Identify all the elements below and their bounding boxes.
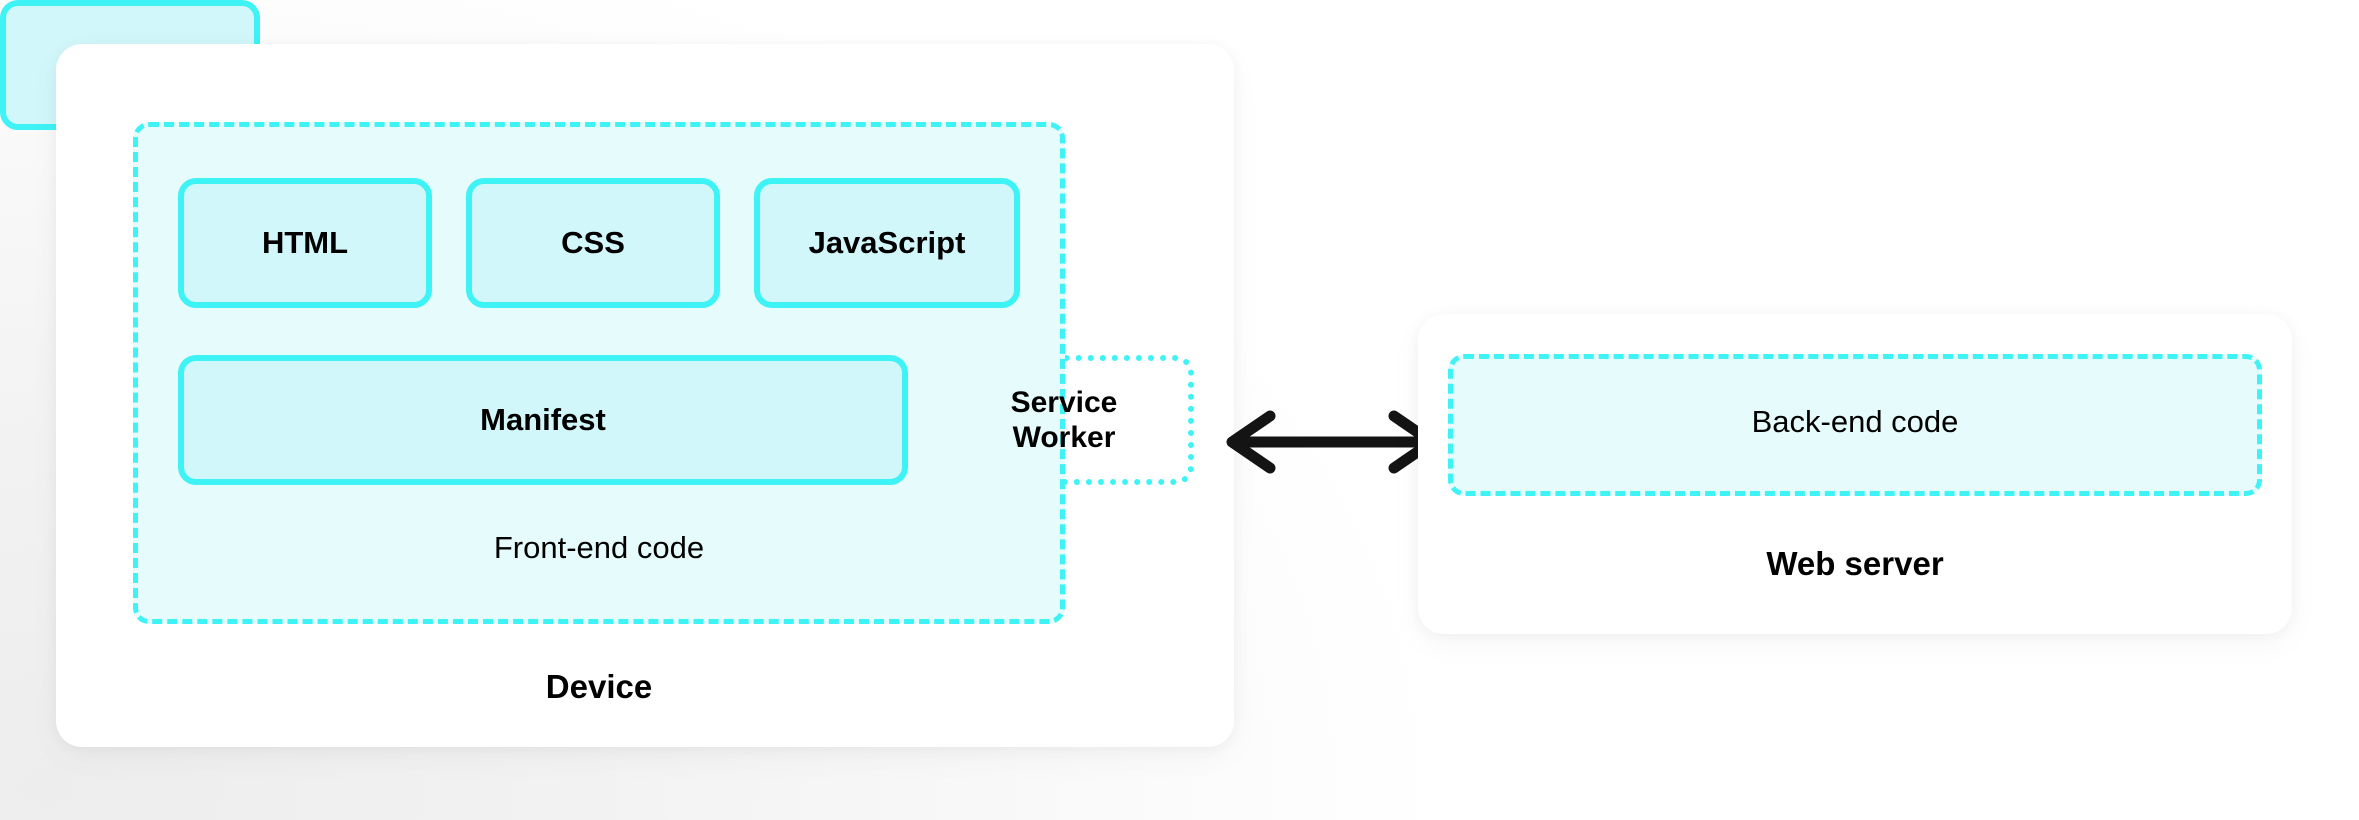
tile-javascript[interactable]: JavaScript (754, 178, 1020, 308)
service-worker-label-line2: Worker (1012, 421, 1116, 454)
service-worker-label-line1: Service (1010, 385, 1118, 419)
tile-css[interactable]: CSS (466, 178, 720, 308)
backend-code-caption: Back-end code (1751, 404, 1959, 439)
service-worker-label: Service Worker (934, 355, 1194, 485)
tile-manifest[interactable]: Manifest (178, 355, 908, 485)
device-caption: Device (545, 668, 653, 705)
double-headed-arrow-icon (1226, 410, 1438, 474)
web-server-caption: Web server (1766, 545, 1944, 582)
frontend-code-caption: Front-end code (493, 530, 705, 565)
backend-code-region (1448, 354, 2262, 496)
tile-html[interactable]: HTML (178, 178, 432, 308)
